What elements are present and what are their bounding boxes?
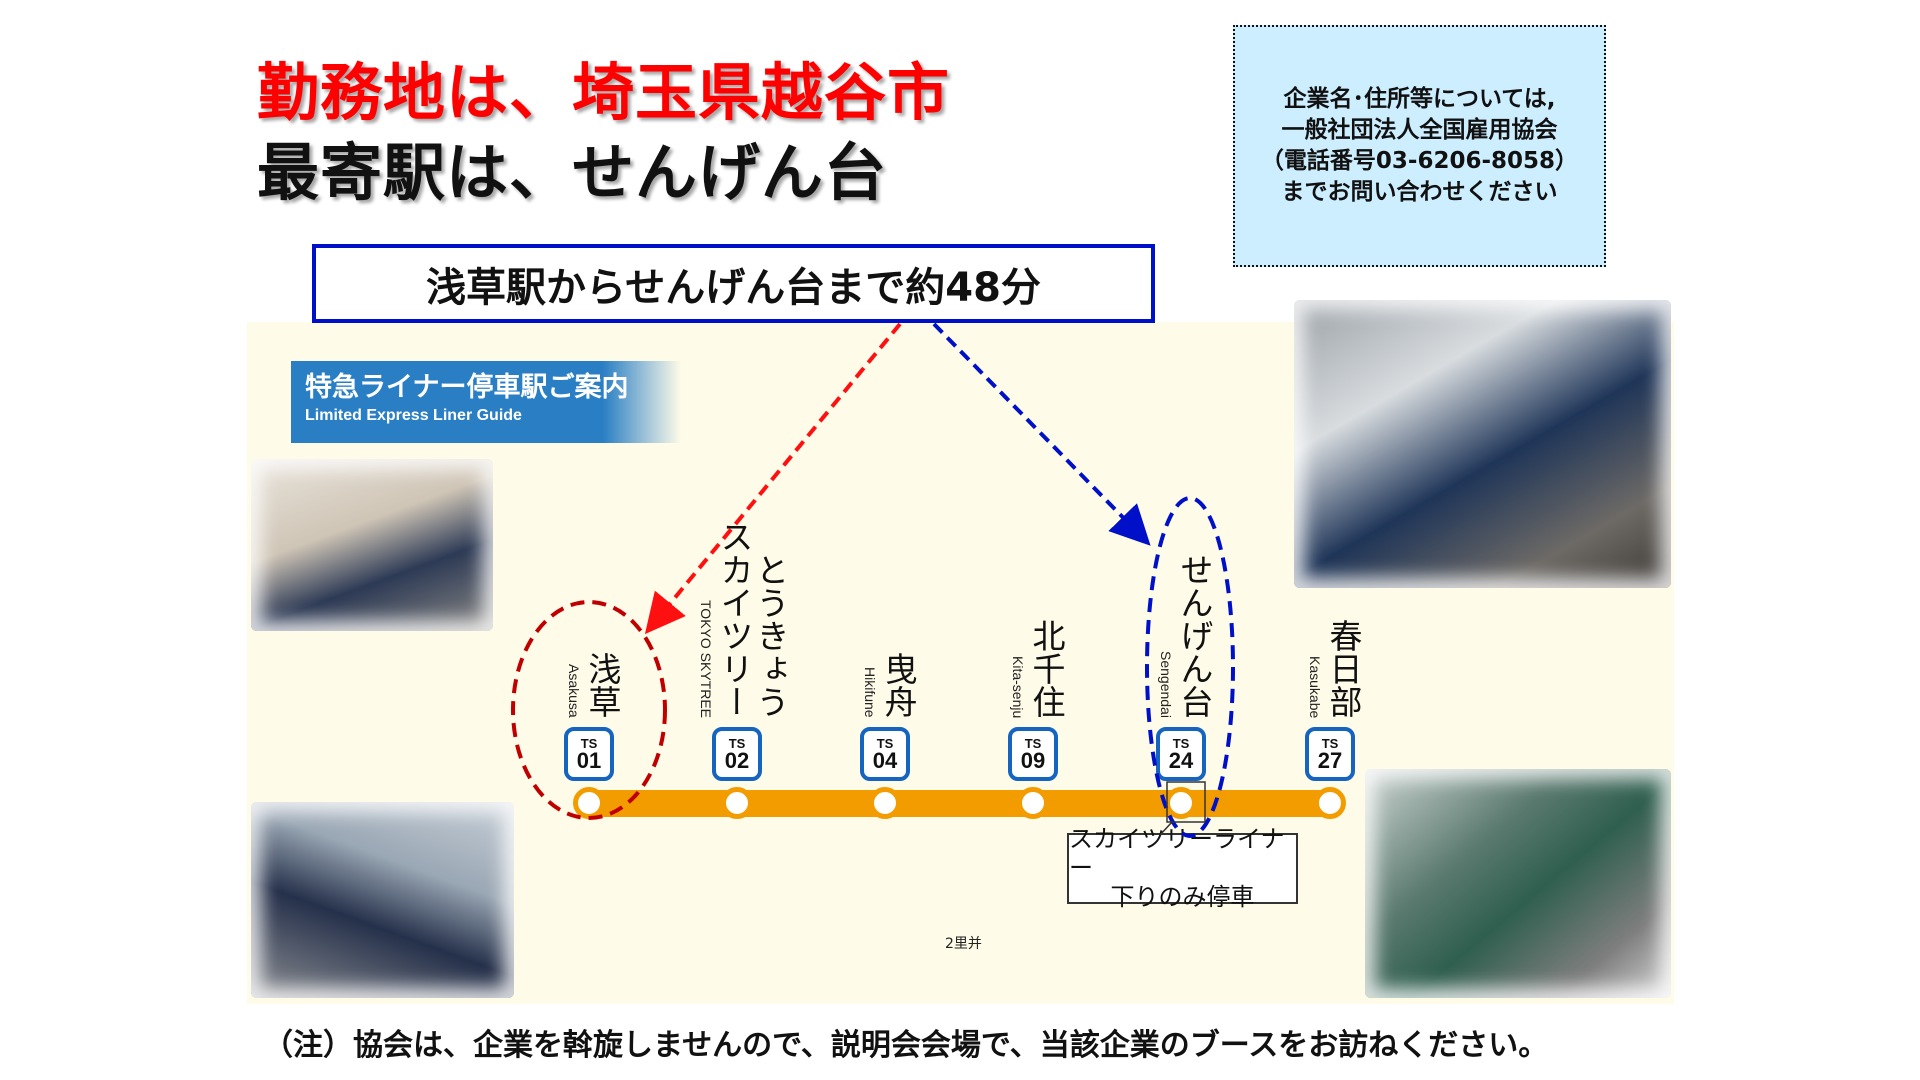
station-name-jp: 北千住 [1027, 619, 1066, 718]
station-name-jp: とうきょう [751, 553, 790, 718]
photo-desk-worker [1365, 769, 1671, 998]
station-name-en: TOKYO SKYTREE [698, 600, 714, 718]
station-name-en: Asakusa [566, 664, 582, 718]
contact-info-box: 企業名･住所等については, 一般社団法人全国雇用協会 （電話番号03-6206-… [1233, 25, 1606, 267]
photo-truck-washing-worker [251, 802, 514, 998]
line-code: TS [1321, 735, 1339, 751]
station-number: 01 [576, 747, 602, 773]
liner-guide-banner: 特急ライナー停車駅ご案内 Limited Express Liner Guide [291, 361, 681, 443]
callout-line: 下りのみ停車 [1110, 883, 1255, 911]
sengendai-stop-marker [1166, 781, 1206, 823]
asakusa-highlight-ellipse [511, 600, 667, 820]
line-code: TS [1172, 735, 1190, 751]
station-dot [1165, 787, 1197, 819]
station-name-en: Sengendai [1158, 651, 1174, 718]
line-code: TS [876, 735, 894, 751]
info-line: までお問い合わせください [1281, 179, 1558, 205]
travel-time-box: 浅草駅からせんげん台まで約48分 [312, 244, 1155, 323]
station-number: 24 [1168, 747, 1194, 773]
station-number: 04 [872, 747, 898, 773]
station-name-jp: 浅草 [583, 652, 622, 718]
station-name-en: Hikifune [862, 667, 878, 718]
station-dot [869, 787, 901, 819]
headline-nearest-station: 最寄駅は、せんげん台 [257, 136, 888, 209]
info-line: （電話番号03-6206-8058） [1260, 148, 1579, 174]
station-name-jp: 春日部 [1324, 619, 1363, 718]
station-name-en: Kasukabe [1307, 655, 1323, 718]
station-dot [1017, 787, 1049, 819]
line-code: TS [1024, 735, 1042, 751]
sengendai-highlight-ellipse [1145, 496, 1235, 838]
photo-mechanic [1294, 300, 1671, 588]
station-number: 02 [724, 747, 750, 773]
headline-work-location: 勤務地は、埼玉県越谷市 [257, 56, 951, 129]
callout-line: スカイツリーライナー [1069, 825, 1285, 882]
station-number: 27 [1317, 747, 1343, 773]
station-name-jp: 曳舟 [879, 652, 918, 718]
line-code: TS [728, 735, 746, 751]
line-code: TS [580, 735, 598, 751]
station-name-jp: せんげん台 [1175, 553, 1214, 718]
station-number: 09 [1020, 747, 1046, 773]
station-dot [1314, 787, 1346, 819]
info-line: 企業名･住所等については, [1283, 86, 1556, 112]
photo-office-worker [251, 459, 493, 631]
banner-title-jp: 特急ライナー停車駅ご案内 [305, 372, 629, 403]
info-line: 一般社団法人全国雇用協会 [1281, 117, 1558, 143]
footnote: （注）協会は、企業を斡旋しませんので、説明会会場で、当該企業のブースをお訪ねくだ… [263, 1028, 1549, 1063]
banner-title-en: Limited Express Liner Guide [305, 407, 522, 424]
station-name-en: Kita-senju [1010, 655, 1026, 718]
callout-pointer [1159, 821, 1173, 836]
blue-arrow [932, 322, 1151, 546]
stray-text: 2里并 [945, 936, 982, 952]
station-dot [721, 787, 753, 819]
station-name-jp: スカイツリー [715, 520, 754, 718]
red-arrow [644, 322, 902, 635]
